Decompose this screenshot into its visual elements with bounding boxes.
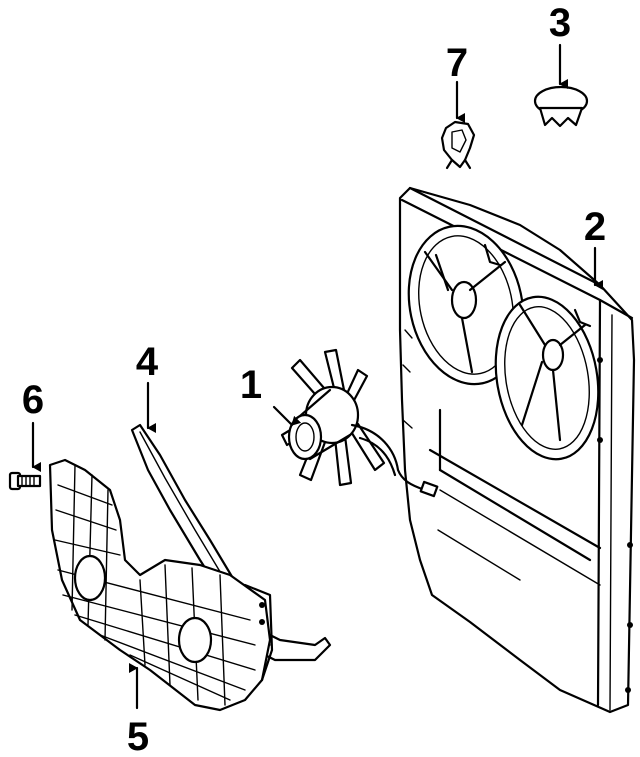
shroud-screw-drawing — [8, 471, 42, 491]
callout-6: 6 — [22, 378, 44, 422]
callout-7: 7 — [446, 41, 468, 85]
callout-5: 5 — [127, 715, 149, 757]
fan-drawing — [280, 348, 439, 498]
callout-4: 4 — [136, 340, 159, 384]
lower-shroud-drawing — [48, 458, 274, 712]
callout-2: 2 — [584, 205, 606, 249]
leader-lines — [31, 43, 603, 710]
retainer-clip-drawing — [440, 120, 476, 170]
callout-1: 1 — [240, 363, 262, 407]
fan-shroud-drawing — [398, 186, 636, 714]
callout-3: 3 — [549, 1, 571, 45]
shroud-plug-drawing — [533, 85, 589, 128]
